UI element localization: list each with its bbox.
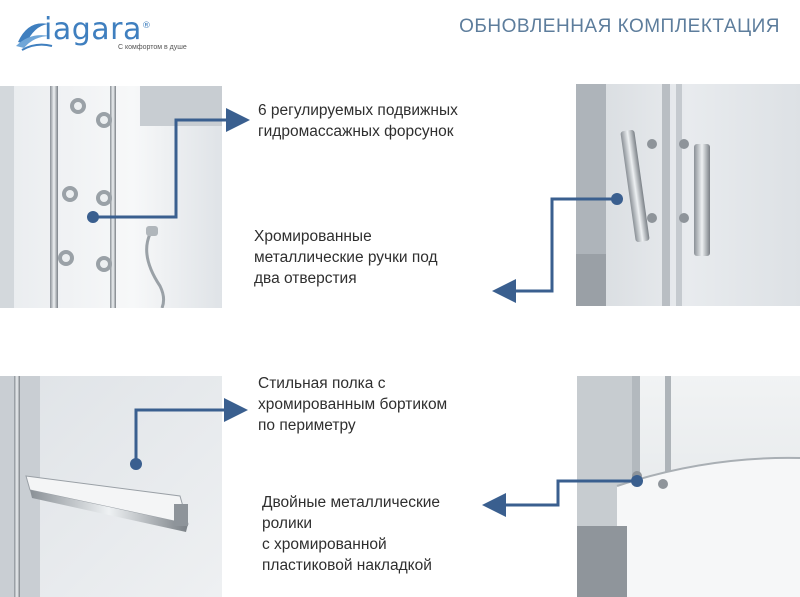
logo-tagline: С комфортом в душе (118, 44, 187, 51)
rollers-photo (577, 376, 800, 597)
feature-caption-shelf: Стильная полка с хромированным бортиком … (258, 375, 448, 434)
feature-caption-rollers: Двойные металлические ролики с хромирова… (262, 494, 441, 574)
feature-caption-handles: Хромированные металлические ручки под дв… (254, 228, 438, 287)
wave-logo-icon (16, 23, 53, 51)
brand-logo (14, 10, 184, 58)
logo-wordmark: iagara® (44, 12, 152, 47)
shelf-photo (0, 376, 222, 597)
massage-nozzles-photo (0, 86, 222, 308)
chrome-handles-photo (576, 84, 800, 306)
feature-caption-nozzles: 6 регулируемых подвижных гидромассажных … (258, 102, 458, 140)
page-title: ОБНОВЛЕННАЯ КОМПЛЕКТАЦИЯ (459, 16, 780, 37)
